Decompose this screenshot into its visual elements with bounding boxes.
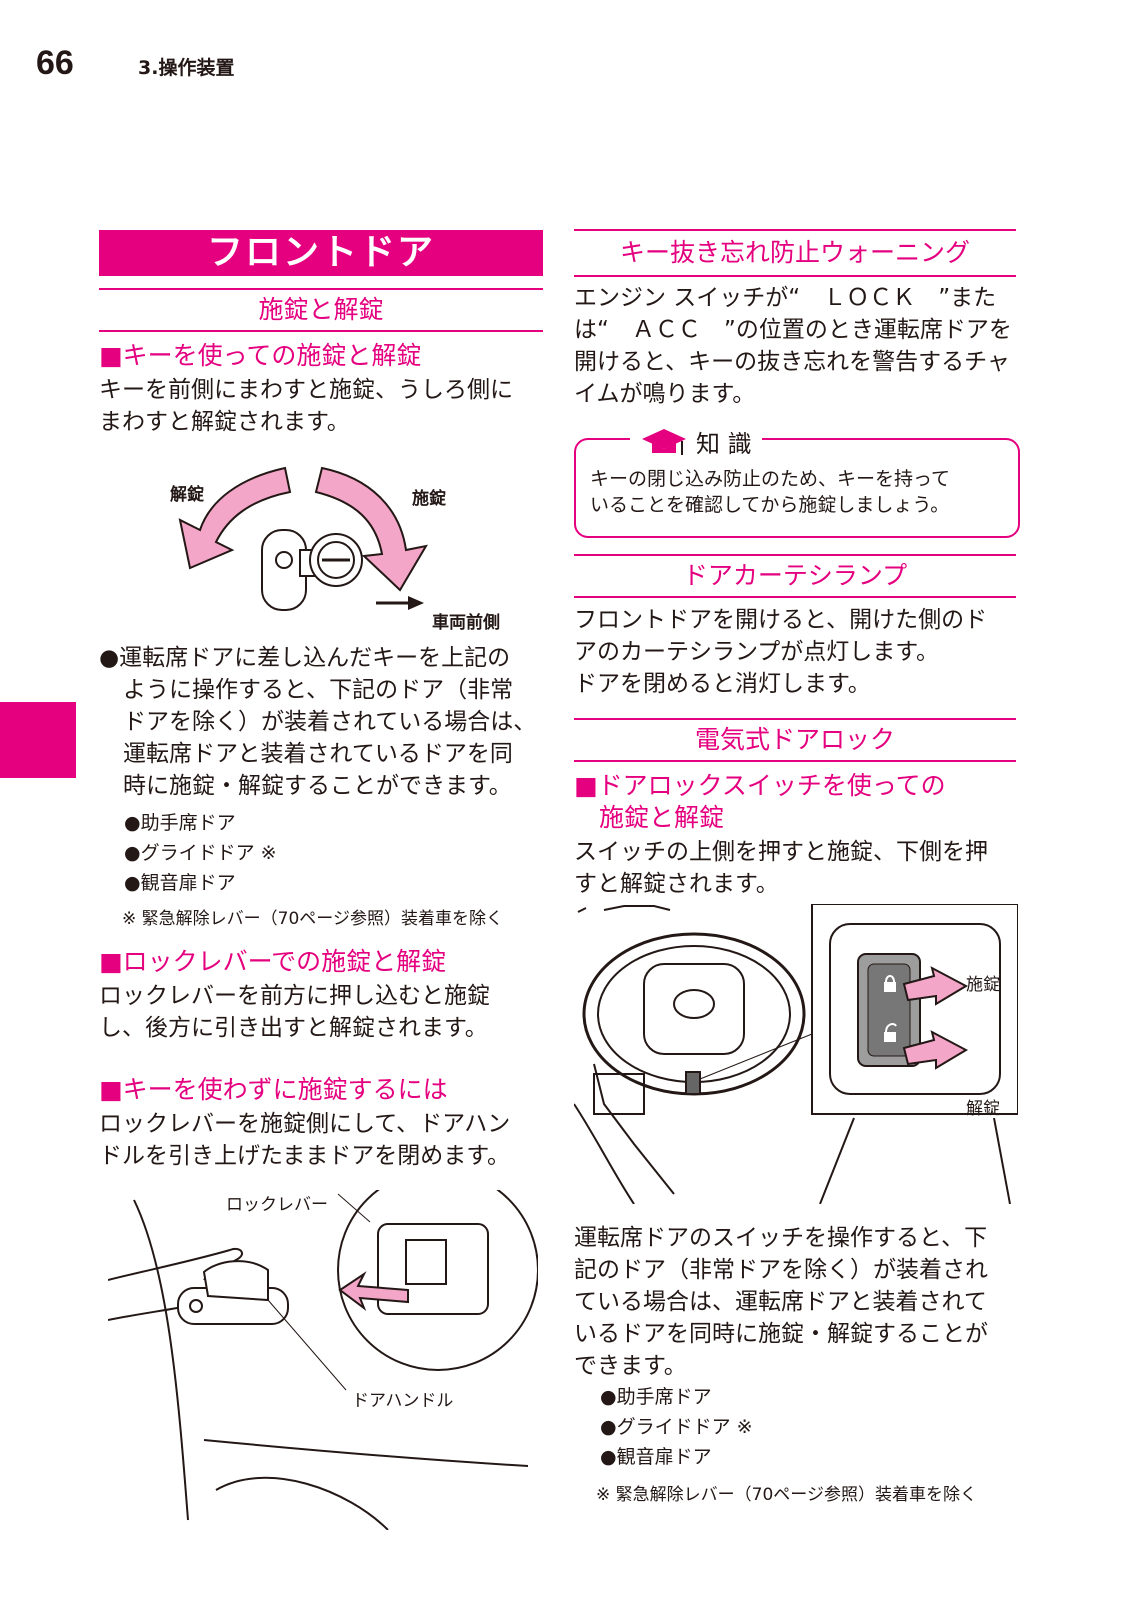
info-box-title: 知 識 bbox=[630, 424, 762, 459]
section-heading-courtesy-lamp: ドアカーテシランプ bbox=[574, 554, 1016, 598]
label-unlock: 解錠 bbox=[170, 485, 204, 505]
subheading-key: ■キーを使っての施錠と解錠 bbox=[99, 341, 422, 370]
paragraph-key-warning: エンジン スイッチが“ ＬＯＣＫ ”また は“ ＡＣＣ ”の位置のとき運転席ドア… bbox=[574, 285, 1012, 407]
paragraph-bullet-main: ●運転席ドアに差し込んだキーを上記の ように操作すると、下記のドア（非常 ドアを… bbox=[99, 645, 537, 799]
subheading-lock-switch: ■ドアロックスイッチを使っての 施錠と解錠 bbox=[574, 771, 946, 832]
label-vehicle-front: 車両前側 bbox=[432, 613, 500, 633]
paragraph-courtesy-lamp: フロントドアを開けると、開けた側のド アのカーテシランプが点灯します。 ドアを閉… bbox=[574, 607, 988, 697]
list-item: ●助手席ドア bbox=[124, 812, 236, 834]
door-list-right: ●助手席ドア ●グライドドア ※ ●観音扉ドア bbox=[600, 1382, 753, 1472]
chapter-title: 3.操作装置 bbox=[138, 57, 235, 79]
info-body: キーの閉じ込み防止のため、キーを持って いることを確認してから施錠しましょう。 bbox=[590, 468, 951, 516]
section-heading-power-lock: 電気式ドアロック bbox=[574, 718, 1016, 762]
section-heading-lock-unlock: 施錠と解錠 bbox=[99, 288, 543, 332]
list-item: ●グライドドア ※ bbox=[600, 1416, 753, 1438]
paragraph-switch-operation: 運転席ドアのスイッチを操作すると、下 記のドア（非常ドアを除く）が装着され てい… bbox=[574, 1225, 988, 1379]
subheading-no-key: ■キーを使わずに施錠するには bbox=[99, 1075, 448, 1104]
list-item: ●観音扉ドア bbox=[600, 1446, 712, 1468]
page-number: 66 bbox=[36, 44, 74, 82]
label-door-handle: ドアハンドル bbox=[352, 1391, 454, 1411]
footnote-left: ※ 緊急解除レバー（70ページ参照）装着車を除く bbox=[122, 909, 503, 929]
info-box bbox=[574, 438, 1020, 538]
info-title-text: 知 識 bbox=[696, 430, 752, 458]
paragraph-lock-switch: スイッチの上側を押すと施錠、下側を押 すと解錠されます。 bbox=[574, 839, 988, 897]
list-item: ●助手席ドア bbox=[600, 1386, 712, 1408]
label-lock-lever: ロックレバー bbox=[226, 1195, 328, 1215]
section-heading-key-warning: キー抜き忘れ防止ウォーニング bbox=[574, 229, 1016, 277]
key-rotation-figure bbox=[178, 466, 429, 611]
door-lock-switch-figure bbox=[574, 904, 1018, 1204]
list-item: ●グライドドア ※ bbox=[124, 842, 277, 864]
paragraph-key: キーを前側にまわすと施錠、うしろ側に まわすと解錠されます。 bbox=[99, 377, 513, 435]
lock-lever-figure bbox=[108, 1190, 538, 1530]
section-banner: フロントドア bbox=[99, 230, 543, 276]
door-list-left: ●助手席ドア ●グライドドア ※ ●観音扉ドア bbox=[124, 808, 277, 898]
paragraph-lock-lever: ロックレバーを前方に押し込むと施錠 し、後方に引き出すと解錠されます。 bbox=[99, 983, 490, 1041]
chapter-side-tab bbox=[0, 702, 76, 778]
graduation-cap-icon bbox=[642, 428, 686, 455]
label-switch-lock: 施錠 bbox=[966, 975, 1000, 995]
footnote-right: ※ 緊急解除レバー（70ページ参照）装着車を除く bbox=[596, 1485, 977, 1505]
list-item: ●観音扉ドア bbox=[124, 872, 236, 894]
label-lock: 施錠 bbox=[412, 489, 446, 509]
subheading-lock-lever: ■ロックレバーでの施錠と解錠 bbox=[99, 947, 447, 976]
paragraph-no-key: ロックレバーを施錠側にして、ドアハン ドルを引き上げたままドアを閉めます。 bbox=[99, 1111, 511, 1169]
label-switch-unlock: 解錠 bbox=[966, 1099, 1000, 1119]
